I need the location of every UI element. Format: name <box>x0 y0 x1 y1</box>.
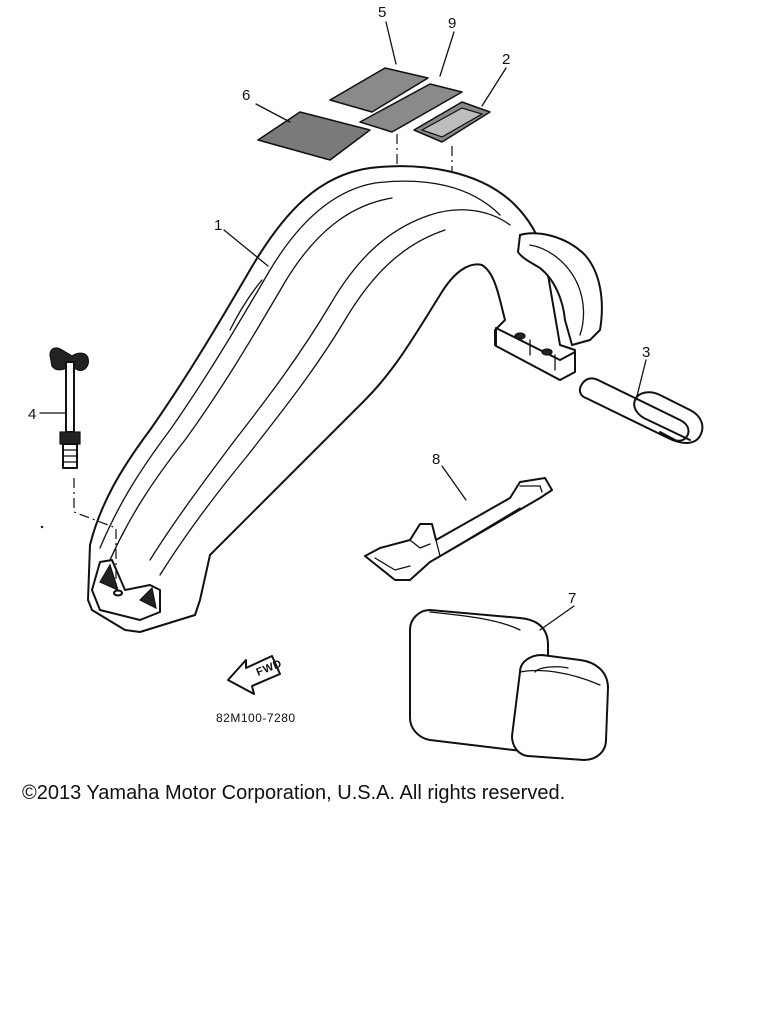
decal-9 <box>359 83 463 133</box>
forward-arrow-icon: FWD <box>227 655 284 695</box>
tool-hook <box>578 377 704 444</box>
callout-5: 5 <box>378 4 386 21</box>
callout-9: 9 <box>448 15 456 32</box>
bolt-axis-line <box>73 478 117 590</box>
callout-4: 4 <box>28 406 36 423</box>
decal-group <box>257 67 491 161</box>
callout-1: 1 <box>214 217 222 234</box>
stray-dot <box>40 525 44 529</box>
diagram-part-number: 82M100-7280 <box>216 711 296 725</box>
decal-5 <box>329 67 429 113</box>
wing-bolt <box>49 347 89 469</box>
callout-8: 8 <box>432 451 440 468</box>
mount-hole <box>514 332 526 340</box>
callout-3: 3 <box>642 344 650 361</box>
leader-lines <box>39 21 647 631</box>
rear-fender <box>87 165 603 633</box>
battery-strap <box>364 477 553 581</box>
mount-hole <box>113 589 123 597</box>
callout-2: 2 <box>502 51 510 68</box>
decal-6 <box>257 111 371 161</box>
callout-6: 6 <box>242 87 250 104</box>
callout-7: 7 <box>568 590 576 607</box>
copyright-notice: ©2013 Yamaha Motor Corporation, U.S.A. A… <box>22 782 566 804</box>
tool-case <box>409 609 609 761</box>
mount-hole <box>541 348 553 356</box>
parts-diagram: FWD 82M100-7280 1 2 3 4 5 6 7 8 9 <box>28 4 704 761</box>
